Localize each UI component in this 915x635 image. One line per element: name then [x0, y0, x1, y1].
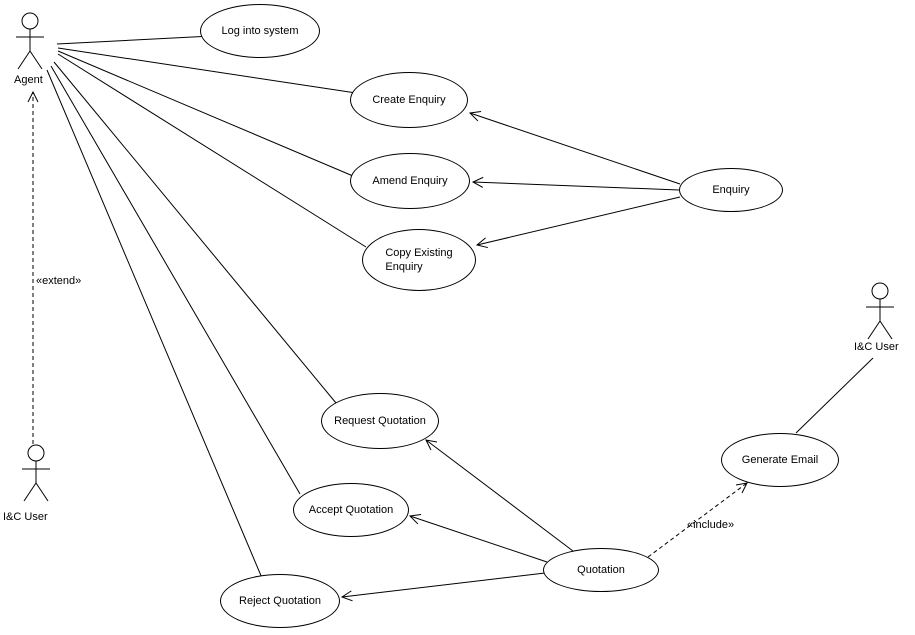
use-case-create-enquiry: Create Enquiry: [350, 72, 468, 128]
actor-ic-user-left: [22, 444, 50, 502]
use-case-label-copy-existing-enquiry: Copy Existing Enquiry: [385, 246, 453, 273]
use-case-label-request-quotation: Request Quotation: [334, 414, 426, 427]
use-case-label-amend-enquiry: Amend Enquiry: [372, 174, 448, 187]
use-case-accept-quotation: Accept Quotation: [293, 483, 409, 537]
stereotype-label: «include»: [687, 519, 735, 531]
actor-ic-user-right: [866, 282, 894, 340]
edge-agent-reject-quotation: [46, 69, 263, 579]
use-case-copy-existing-enquiry: Copy Existing Enquiry: [362, 229, 476, 291]
edge-quotation-accept-quotation: [408, 513, 548, 563]
actor-label-ic-user-right: I&C User: [854, 341, 899, 353]
actor-head: [21, 12, 39, 30]
use-case-enquiry: Enquiry: [679, 168, 783, 212]
edge-agent-copy-existing-enquiry: [57, 53, 367, 248]
actor-left-leg: [867, 320, 881, 340]
actor-label-agent: Agent: [14, 74, 43, 86]
use-case-label-reject-quotation: Reject Quotation: [239, 594, 321, 607]
actor-left-leg: [23, 482, 37, 502]
use-case-label-quotation: Quotation: [577, 563, 625, 576]
actor-right-leg: [29, 50, 43, 70]
use-case-request-quotation: Request Quotation: [321, 393, 439, 449]
stereotype-label: «extend»: [36, 275, 82, 287]
edge-agent-accept-quotation: [50, 65, 301, 495]
use-case-label-create-enquiry: Create Enquiry: [372, 93, 446, 106]
edge-agent-request-quotation: [53, 61, 337, 404]
actor-agent: [16, 12, 44, 70]
edge-enquiry-amend-enquiry: [471, 176, 680, 191]
edge-quotation-request-quotation: [425, 439, 574, 552]
use-case-label-generate-email: Generate Email: [741, 453, 819, 466]
use-case-amend-enquiry: Amend Enquiry: [350, 153, 470, 209]
edge-enquiry-copy-existing-enquiry: [475, 196, 681, 249]
edge-agent-create-enquiry: [57, 47, 357, 94]
use-case-label-enquiry: Enquiry: [712, 183, 750, 196]
actor-head: [27, 444, 45, 462]
edge-enquiry-create-enquiry: [468, 110, 681, 185]
use-case-generate-email: Generate Email: [721, 433, 839, 487]
use-case-log-into-system: Log into system: [200, 4, 320, 58]
edge-quotation-reject-quotation: [340, 572, 546, 602]
use-case-label-accept-quotation: Accept Quotation: [308, 503, 394, 516]
actor-label-ic-user-left: I&C User: [3, 511, 48, 523]
actor-left-leg: [17, 50, 31, 70]
use-case-label-log-into-system: Log into system: [221, 24, 299, 37]
edge-agent-amend-enquiry: [57, 50, 354, 177]
edge-ic-user-generate-email: [795, 357, 874, 434]
actor-right-leg: [879, 320, 893, 340]
use-case-quotation: Quotation: [543, 548, 659, 592]
actor-head: [871, 282, 889, 300]
use-case-reject-quotation: Reject Quotation: [220, 574, 340, 628]
actor-right-leg: [35, 482, 49, 502]
edge-agent-log-into-system: [56, 35, 213, 45]
